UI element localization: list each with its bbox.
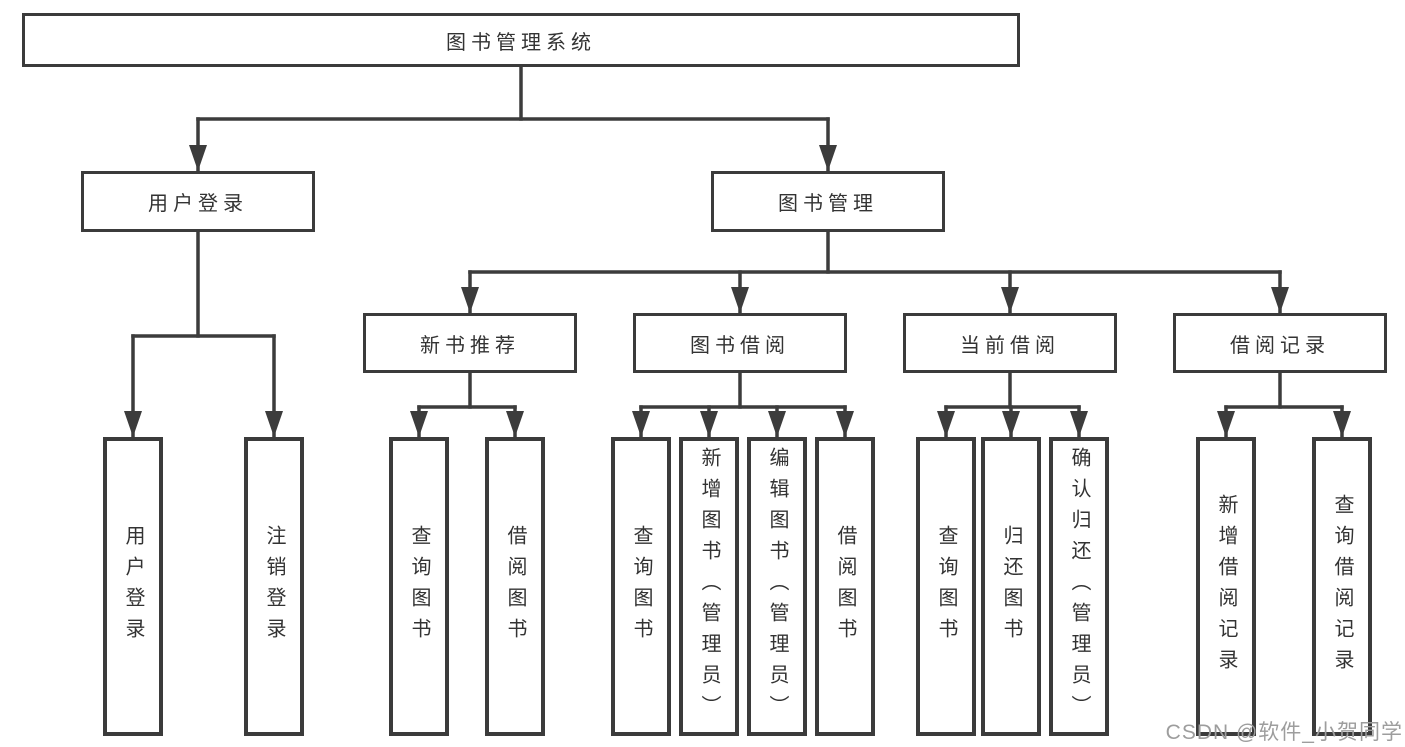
leaf-edit-book-admin-label: 编辑图书（管理员）: [766, 447, 788, 726]
leaf-borrow-books-1-label: 借阅图书: [504, 524, 526, 649]
csdn-watermark: CSDN @软件_小贺同学: [1165, 721, 1403, 744]
leaf-add-book-admin: 新增图书（管理员）: [679, 437, 739, 736]
node-borrow-records: 借阅记录: [1173, 313, 1387, 373]
leaf-confirm-return-admin: 确认归还（管理员）: [1049, 437, 1109, 736]
leaf-add-borrow-record-label: 新增借阅记录: [1215, 493, 1237, 680]
node-current-borrow-label: 当前借阅: [960, 334, 1060, 357]
node-book-management-label: 图书管理: [778, 193, 878, 215]
leaf-add-book-admin-label: 新增图书（管理员）: [698, 447, 720, 726]
node-new-book-recommend: 新书推荐: [363, 313, 577, 373]
node-book-borrow-label: 图书借阅: [690, 334, 790, 357]
leaf-borrow-books-1: 借阅图书: [485, 437, 545, 736]
node-new-book-recommend-label: 新书推荐: [420, 334, 520, 357]
leaf-edit-book-admin: 编辑图书（管理员）: [747, 437, 807, 736]
leaf-borrow-books-2-label: 借阅图书: [834, 524, 856, 649]
node-book-management-system: 图书管理系统: [22, 13, 1020, 67]
leaf-return-books: 归还图书: [981, 437, 1041, 736]
leaf-user-login: 用户登录: [103, 437, 163, 736]
node-user-login: 用户登录: [81, 171, 315, 232]
leaf-logout-label: 注销登录: [263, 524, 285, 649]
leaf-logout: 注销登录: [244, 437, 304, 736]
leaf-borrow-books-2: 借阅图书: [815, 437, 875, 736]
leaf-query-books-3-label: 查询图书: [935, 524, 957, 649]
leaf-query-books-2-label: 查询图书: [630, 524, 652, 649]
leaf-query-books-1-label: 查询图书: [408, 524, 430, 649]
leaf-query-books-3: 查询图书: [916, 437, 976, 736]
leaf-query-books-1: 查询图书: [389, 437, 449, 736]
leaf-confirm-return-admin-label: 确认归还（管理员）: [1068, 447, 1090, 726]
node-book-borrow: 图书借阅: [633, 313, 847, 373]
node-borrow-records-label: 借阅记录: [1230, 334, 1330, 357]
node-user-login-label: 用户登录: [148, 193, 248, 215]
leaf-query-borrow-record: 查询借阅记录: [1312, 437, 1372, 736]
leaf-return-books-label: 归还图书: [1000, 524, 1022, 649]
leaf-query-books-2: 查询图书: [611, 437, 671, 736]
leaf-user-login-label: 用户登录: [122, 524, 144, 649]
node-current-borrow: 当前借阅: [903, 313, 1117, 373]
leaf-query-borrow-record-label: 查询借阅记录: [1331, 493, 1353, 680]
leaf-add-borrow-record: 新增借阅记录: [1196, 437, 1256, 736]
node-book-management-system-label: 图书管理系统: [446, 31, 596, 54]
node-book-management: 图书管理: [711, 171, 945, 232]
